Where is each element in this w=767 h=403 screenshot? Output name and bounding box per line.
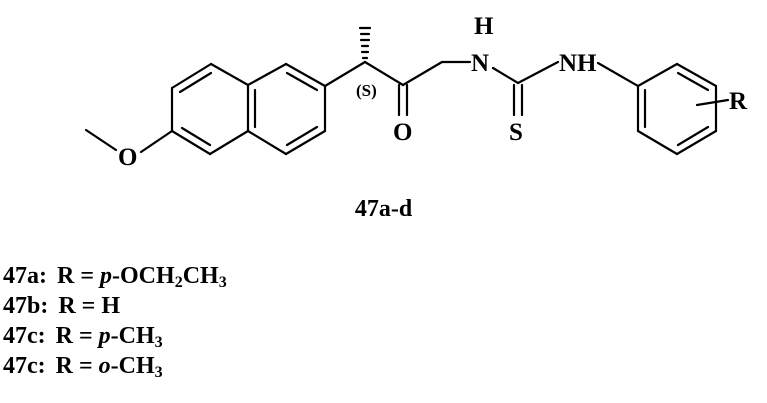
substituent-item-47a: 47a: R = p-OCH2CH3 <box>3 261 227 291</box>
formula-part: H <box>101 293 121 319</box>
formula-subscript: 3 <box>154 334 163 351</box>
stereo-descriptor: (S) <box>356 81 377 100</box>
substituent-item-47b: 47b: R = H <box>3 291 227 321</box>
r-group-label: R <box>729 88 748 115</box>
formula-subscript: 3 <box>218 274 227 291</box>
prefix-separator: - <box>110 323 119 349</box>
compound-id: 47a: <box>3 263 47 289</box>
compound-id: 47c: <box>3 323 46 349</box>
compound-id: 47b: <box>3 293 49 319</box>
carbonyl-oxygen-atom: O <box>393 119 412 146</box>
position-prefix: o <box>98 353 111 379</box>
prefix-separator: - <box>110 353 119 379</box>
prefix-separator: - <box>112 263 121 289</box>
thiocarbonyl-sulfur-atom: S <box>509 119 523 146</box>
r-equals: R = <box>55 353 99 379</box>
substituent-item-47c-para: 47c: R = p-CH3 <box>3 321 227 351</box>
formula-part: CH <box>182 263 219 289</box>
r-equals: R = <box>57 263 101 289</box>
substituent-list: 47a:R = p-OCH2CH3 47b:R = H 47c:R = p-CH… <box>3 261 227 381</box>
hashed-wedge-bond <box>358 26 372 60</box>
formula-part: CH <box>118 353 155 379</box>
amide-hydrogen-atom: H <box>474 13 494 40</box>
formula-part: OCH <box>120 263 175 289</box>
position-prefix: p <box>100 263 113 289</box>
thioamide-nh-group: NH <box>559 50 597 77</box>
methoxy-oxygen-atom: O <box>118 144 137 171</box>
formula-subscript: 3 <box>154 364 163 381</box>
compound-series-label: 47a-d <box>354 196 413 222</box>
formula-part: CH <box>118 323 155 349</box>
substituent-item-47c-ortho: 47c: R = o-CH3 <box>3 351 227 381</box>
formula-subscript: 2 <box>174 274 183 291</box>
r-equals: R = <box>58 293 102 319</box>
compound-id: 47c: <box>3 353 46 379</box>
amide-nitrogen-atom: N <box>471 50 489 77</box>
r-equals: R = <box>55 323 99 349</box>
bonds <box>84 60 730 156</box>
position-prefix: p <box>98 323 111 349</box>
